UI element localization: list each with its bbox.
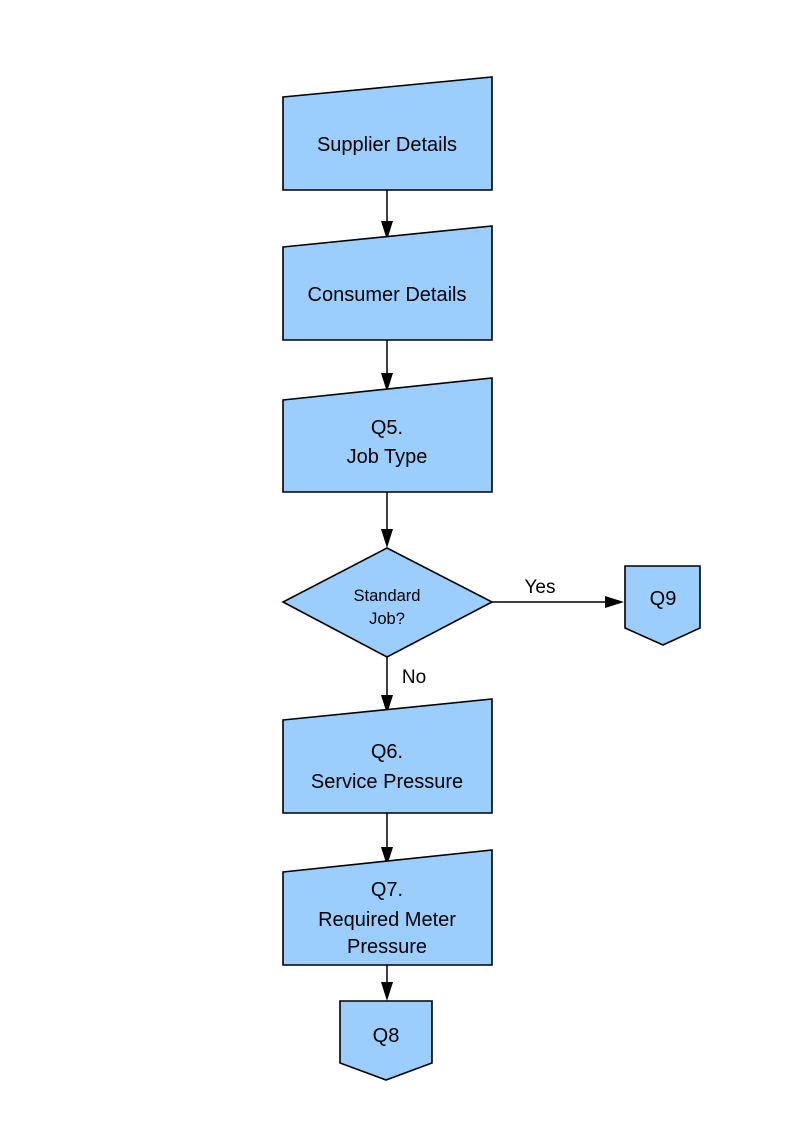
node-label-decision-line1: Standard (354, 587, 421, 605)
node-label-q7-line3: Pressure (347, 936, 427, 958)
edge-supplier-to-consumer (381, 190, 393, 240)
node-label-q6-line1: Q6. (371, 741, 403, 763)
shield-shape[interactable] (339, 1000, 433, 1081)
edge-q7-to-q8 (381, 965, 393, 1001)
node-label-q5-line2: Job Type (347, 446, 428, 468)
edge-decision-to-q6 (381, 657, 393, 714)
node-label-decision-line2: Job? (369, 610, 405, 628)
node-label-q6-line2: Service Pressure (311, 771, 463, 793)
diamond-shape[interactable] (281, 547, 494, 658)
node-label-consumer-details: Consumer Details (308, 284, 467, 306)
node-q9[interactable]: Q9 (624, 565, 701, 646)
document-shape[interactable] (282, 698, 493, 814)
node-standard-job-decision[interactable]: Standard Job? (281, 547, 494, 658)
node-consumer-details[interactable]: Consumer Details (282, 225, 493, 341)
node-label-q7-line1: Q7. (371, 879, 403, 901)
shield-shape[interactable] (624, 565, 701, 646)
edge-label-yes: Yes (525, 577, 556, 598)
edge-decision-to-q9 (492, 596, 624, 608)
node-label-q8: Q8 (373, 1025, 400, 1047)
edge-q6-to-q7 (381, 813, 393, 866)
node-q5-job-type[interactable]: Q5. Job Type (282, 377, 493, 493)
edge-consumer-to-q5 (381, 340, 393, 392)
document-shape[interactable] (282, 225, 493, 341)
connectors (381, 190, 624, 1001)
node-supplier-details[interactable]: Supplier Details (282, 76, 493, 191)
document-shape[interactable] (282, 377, 493, 493)
node-label-supplier-details: Supplier Details (317, 134, 457, 156)
document-shape[interactable] (282, 849, 493, 966)
node-label-q7-line2: Required Meter (318, 909, 456, 931)
document-shape[interactable] (282, 76, 493, 191)
edge-q5-to-decision (381, 492, 393, 548)
node-q7-required-meter-pressure[interactable]: Q7. Required Meter Pressure (282, 849, 493, 966)
edge-label-no: No (402, 667, 426, 688)
node-q6-service-pressure[interactable]: Q6. Service Pressure (282, 698, 493, 814)
node-q8[interactable]: Q8 (339, 1000, 433, 1081)
node-label-q9: Q9 (650, 588, 677, 610)
node-label-q5-line1: Q5. (371, 417, 403, 439)
